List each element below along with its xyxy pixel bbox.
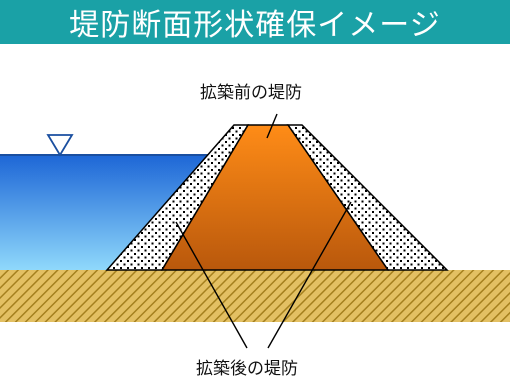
page-title: 堤防断面形状確保イメージ — [69, 8, 441, 43]
label-before-expansion: 拡築前の堤防 — [200, 83, 302, 103]
ground-layer — [0, 270, 510, 322]
before-label-pointer — [266, 113, 278, 139]
water-level-triangle-icon — [46, 134, 74, 157]
title-bar: 堤防断面形状確保イメージ — [0, 0, 510, 44]
after-label-pointer-right — [267, 201, 352, 349]
original-dike — [160, 124, 390, 271]
label-after-expansion: 拡築後の堤防 — [196, 359, 298, 379]
dike-cross-section-diagram — [0, 113, 510, 349]
after-label-pointer-left — [175, 221, 248, 349]
